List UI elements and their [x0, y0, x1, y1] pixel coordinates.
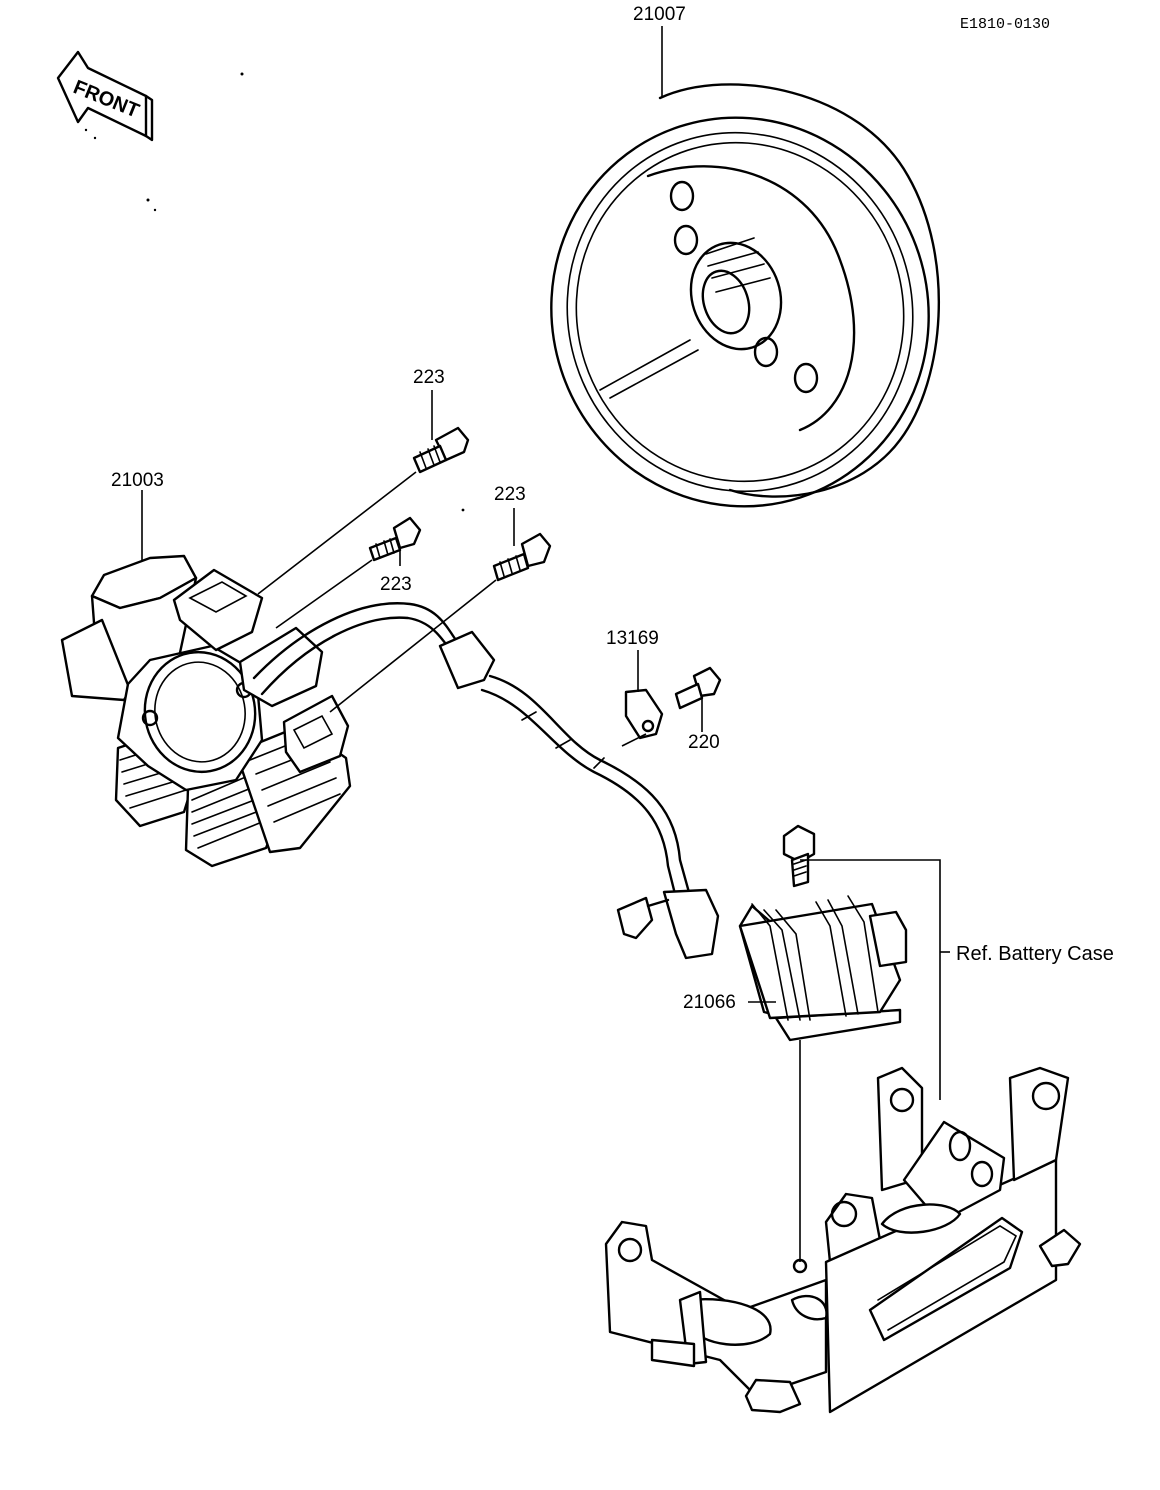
svg-text:13169: 13169: [606, 628, 659, 649]
svg-text:21003: 21003: [111, 470, 164, 491]
flywheel-rotor: [550, 83, 941, 508]
callout-stator: 21003: [111, 470, 164, 560]
battery-case-bracket: [604, 1066, 1082, 1414]
svg-text:223: 223: [494, 484, 526, 505]
svg-text:220: 220: [688, 732, 720, 753]
bolt-top: 223: [257, 367, 470, 595]
callout-flywheel: 21007: [633, 4, 686, 98]
front-direction-icon: FRONT: [56, 50, 154, 142]
clamp-screw: 220: [674, 666, 722, 753]
bolt-mid: 223: [275, 516, 422, 629]
svg-text:21066: 21066: [683, 992, 736, 1013]
regulator: 21066: [683, 824, 908, 1262]
stator-coil: [60, 554, 352, 868]
reference-note: Ref. Battery Case: [956, 943, 1114, 965]
svg-text:223: 223: [380, 574, 412, 595]
diagram-id: E1810-0130: [960, 16, 1050, 33]
svg-text:223: 223: [413, 367, 445, 388]
svg-text:21007: 21007: [633, 4, 686, 25]
wiring-harness: [252, 602, 720, 960]
bolt-lower: 223: [329, 484, 552, 713]
specks: [84, 72, 465, 512]
clamp: 13169: [606, 628, 664, 747]
reference-leader: [800, 859, 950, 1100]
